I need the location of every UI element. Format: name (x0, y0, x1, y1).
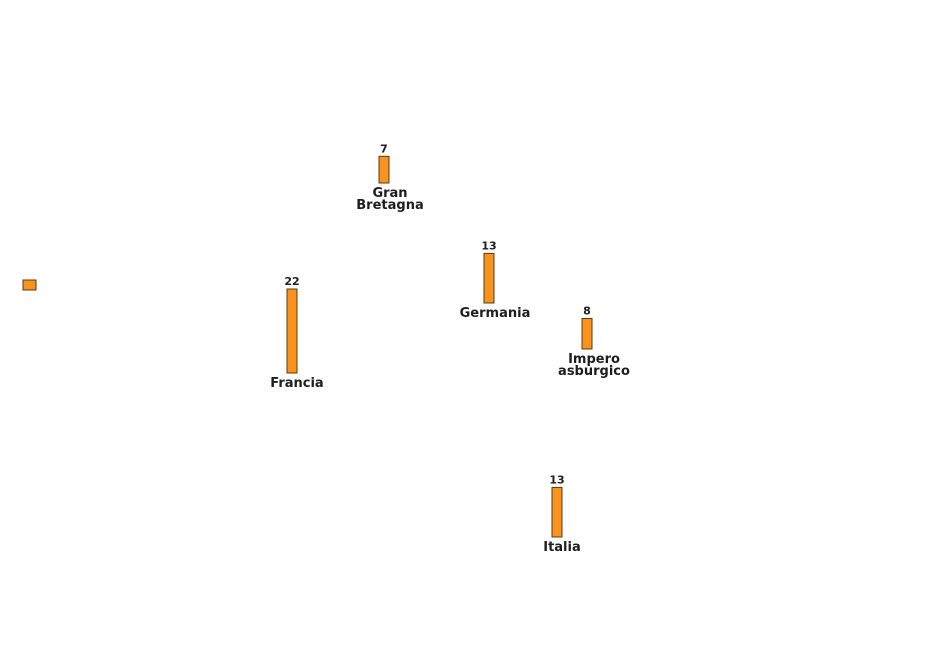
category-label: Francia (270, 376, 323, 391)
data-label: 7 (380, 142, 388, 155)
bar (286, 288, 298, 374)
data-label: 22 (284, 275, 299, 288)
data-label: 13 (549, 473, 564, 486)
category-label: Italia (543, 540, 581, 555)
data-label: 13 (481, 239, 496, 252)
bar (551, 486, 563, 538)
bar (581, 318, 593, 350)
category-label: Germania (460, 306, 531, 321)
legend-swatch (22, 279, 37, 291)
data-label: 8 (583, 305, 591, 318)
bar (378, 155, 390, 184)
bar (483, 252, 495, 304)
